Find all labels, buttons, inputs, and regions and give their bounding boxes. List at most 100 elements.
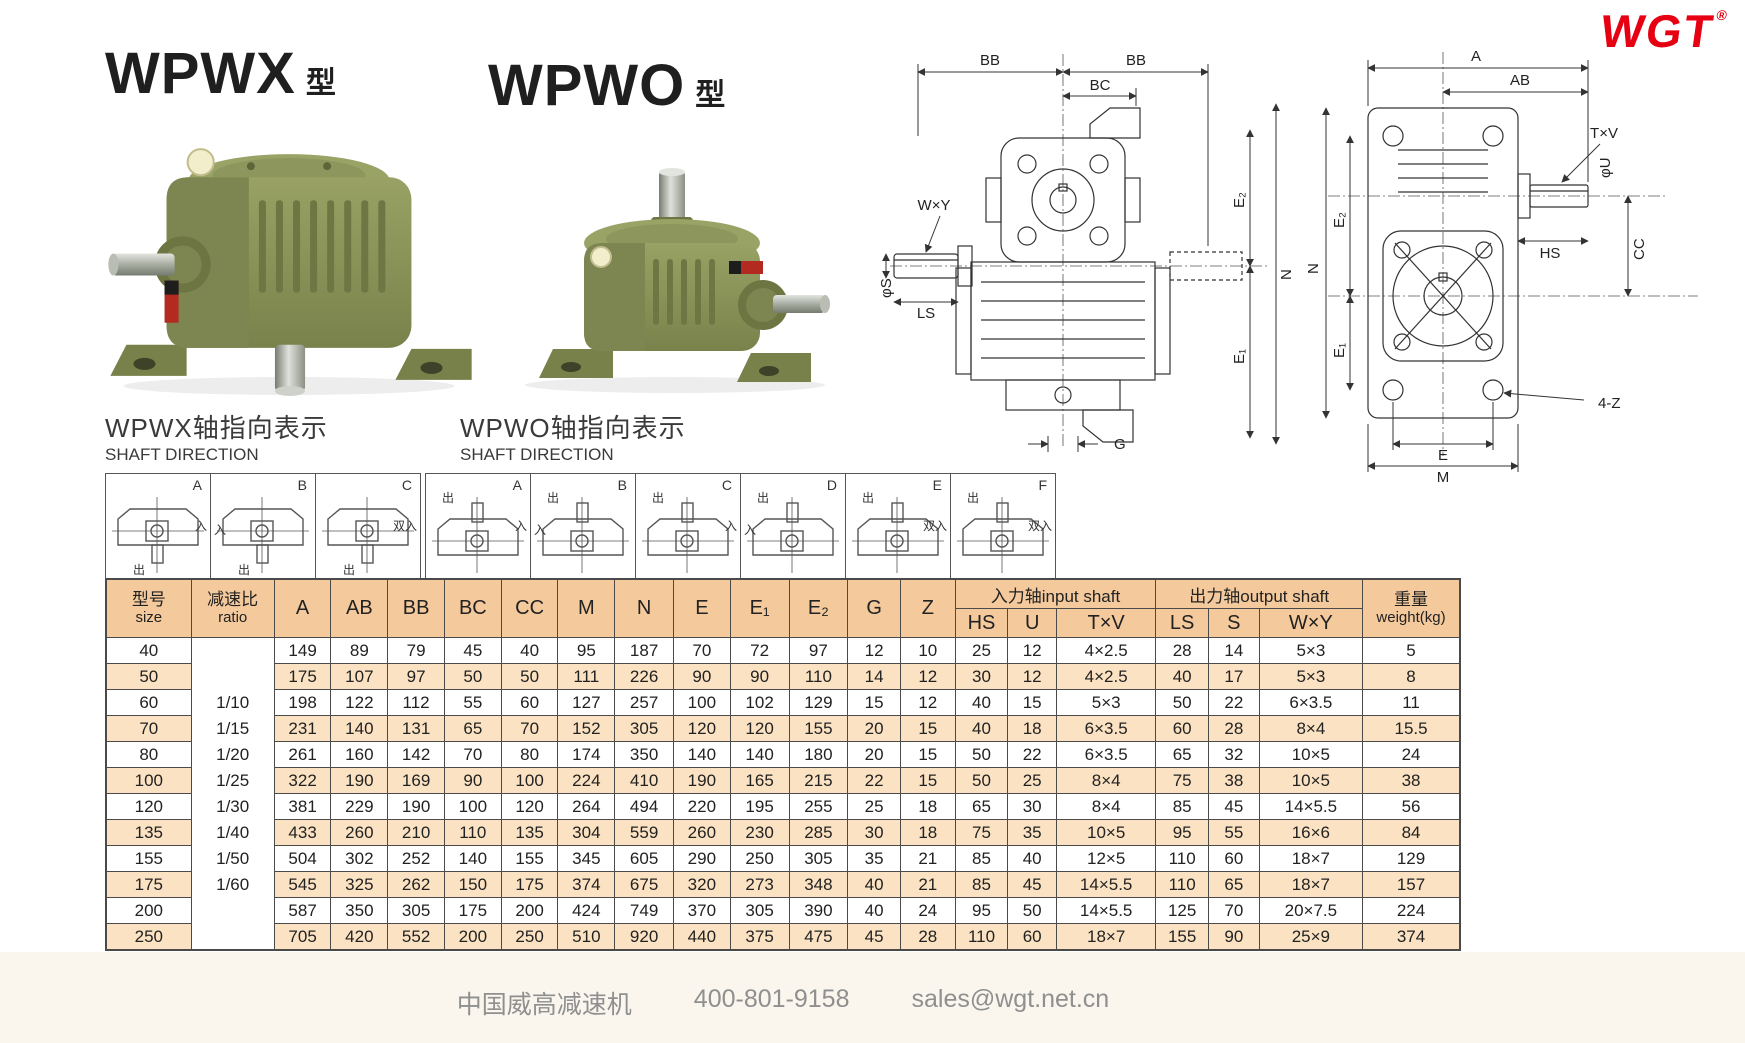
table-cell: 1/20 [190,741,275,768]
table-cell: 45 [1208,793,1260,820]
table-cell: 322 [273,767,332,794]
table-cell: 250 [500,923,559,951]
col-header-dim: E₂ [788,578,849,638]
table-cell: 97 [788,637,849,664]
table-cell: 50 [954,767,1009,794]
table-cell: 587 [273,897,332,924]
table-cell: 350 [330,897,389,924]
table-cell: 229 [330,793,389,820]
table-cell: 50 [1155,689,1209,716]
table-cell: 38 [1208,767,1260,794]
table-cell: 273 [729,871,790,898]
direction-letter: C [401,477,412,493]
table-cell: 305 [788,845,849,872]
shaft-mark: 入 [724,519,737,533]
table-cell: 348 [788,871,849,898]
technical-drawing-top-view: A AB T×V φU HS CC N E₂ E₁ 4-Z E M [1305,48,1698,486]
table-cell: 255 [788,793,849,820]
gearbox-mini-diagram [112,497,204,573]
dim-label: E [1438,447,1448,464]
section-title-cn: WPWX轴指向表示 [105,413,328,443]
table-cell: 4×2.5 [1055,663,1157,690]
table-cell: 190 [330,767,389,794]
dim-label: 4-Z [1598,395,1621,412]
table-cell: 40 [1007,845,1057,872]
gearbox-mini-diagram [747,497,839,573]
table-cell-size: 175 [105,871,192,898]
table-cell: 15 [899,741,956,768]
section-title-en: SHAFT DIRECTION [105,445,259,464]
col-group-output-shaft: 出力轴output shaft [1155,578,1364,609]
table-cell: 257 [614,689,674,716]
shaft-mark: 出 [343,563,356,577]
table-cell: 8 [1362,663,1461,690]
dim-label: BC [1090,77,1111,94]
table-cell: 22 [1208,689,1260,716]
table-cell: 5 [1362,637,1461,664]
table-cell: 190 [387,793,445,820]
table-cell: 65 [1208,871,1260,898]
table-cell-size: 60 [105,689,192,716]
shaft-mark: 出 [967,491,980,505]
dim-label: M [1437,469,1450,486]
table-cell: 60 [1155,715,1209,742]
table-cell: 18×7 [1258,871,1364,898]
table-cell: 10×5 [1258,741,1364,768]
table-cell: 85 [954,871,1009,898]
table-cell-size: 135 [105,819,192,846]
footer-email: sales@wgt.net.cn [911,985,1110,1013]
table-cell: 175 [500,871,559,898]
table-cell: 70 [1208,897,1260,924]
table-cell: 65 [443,715,502,742]
table-cell: 5×3 [1055,689,1157,716]
col-subheader: LS [1155,608,1209,638]
dim-label: A [1471,48,1481,65]
output-shaft [274,344,306,391]
table-cell: 200 [500,897,559,924]
table-cell: 1/40 [190,819,275,846]
table-cell: 120 [729,715,790,742]
table-cell: 15 [899,767,956,794]
table-cell: 60 [1208,845,1260,872]
dim-label: φS [878,278,895,298]
table-cell: 18 [899,793,956,820]
direction-letter: C [721,477,732,493]
table-cell-size: 100 [105,767,192,794]
table-cell: 152 [557,715,616,742]
dim-label: T×V [1590,125,1618,142]
table-cell: 5×3 [1258,663,1364,690]
shaft-mark: 出 [862,491,875,505]
table-cell: 11 [1362,689,1461,716]
table-cell: 302 [330,845,389,872]
table-cell: 18 [1007,715,1057,742]
table-cell: 155 [788,715,849,742]
table-cell: 85 [954,845,1009,872]
table-cell-size: 250 [105,923,192,951]
table-cell-size: 50 [105,663,192,690]
table-cell: 305 [729,897,790,924]
table-cell: 112 [387,689,445,716]
table-cell: 56 [1362,793,1461,820]
table-cell: 35 [847,845,901,872]
table-cell-size: 70 [105,715,192,742]
table-cell: 261 [273,741,332,768]
table-cell: 220 [672,793,731,820]
table-cell: 8×4 [1055,793,1157,820]
direction-letter: E [932,477,942,493]
col-header-dim: BB [387,578,445,638]
shaft-mark: 出 [547,491,560,505]
gearbox-mini-diagram [537,497,629,573]
table-cell: 40 [847,871,901,898]
table-cell: 110 [788,663,849,690]
table-cell [190,663,275,690]
col-subheader: S [1208,608,1260,638]
